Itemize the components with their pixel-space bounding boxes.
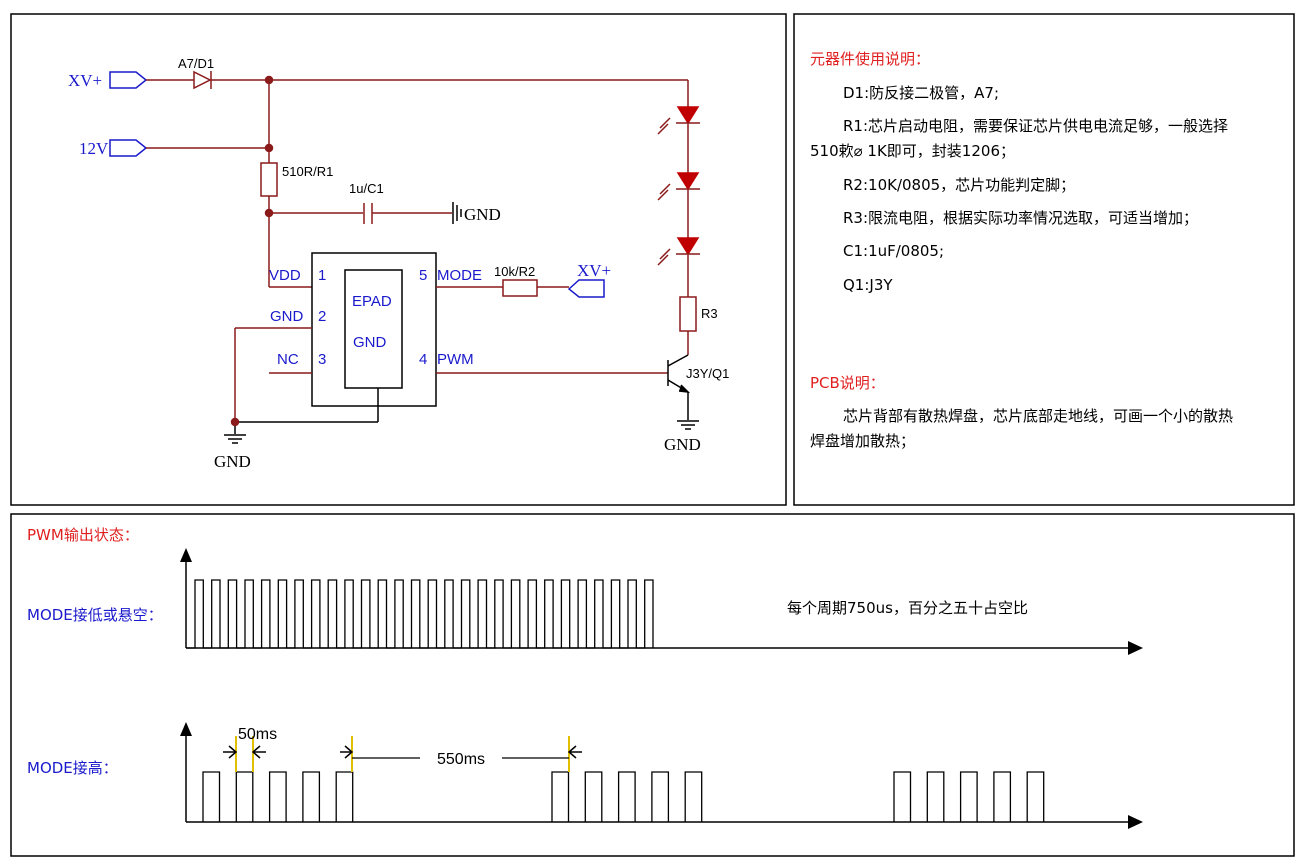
mode-low-label: MODE接低或悬空： <box>27 606 163 624</box>
ground-ic-icon <box>224 434 246 444</box>
12v-port-icon <box>109 139 148 157</box>
components-title: 元器件使用说明： <box>810 50 930 68</box>
pcb-note-line: 焊盘增加散热； <box>810 432 915 450</box>
mode-high-y-arrow-icon <box>180 722 192 736</box>
net-12v-label: 12V <box>79 139 109 158</box>
gap-arrow-right-icon <box>567 745 582 759</box>
gnd-q1-label: GND <box>664 435 701 454</box>
net-xv-mode-label: XV+ <box>577 261 611 280</box>
mode-high-pulse <box>893 771 912 822</box>
mode-low-x-arrow-icon <box>1128 641 1143 655</box>
epad-label: EPAD <box>352 293 392 310</box>
resistor-r3-label: R3 <box>701 306 718 321</box>
gap-arrow-left-icon <box>340 745 354 759</box>
mode-high-wave <box>202 771 1045 822</box>
mode-high-pulse <box>202 771 221 822</box>
component-note-line: Q1:J3Y <box>843 276 893 294</box>
mode-low-y-arrow-icon <box>180 548 192 562</box>
component-note-line: R1:芯片启动电阻，需要保证芯片供电电流足够，一般选择 <box>843 117 1228 135</box>
waveform-title: PWM输出状态： <box>27 526 139 544</box>
mode-high-pulse <box>617 771 636 822</box>
mode-high-pulse <box>335 771 354 822</box>
waveform-axes <box>180 548 1143 829</box>
mode-high-pulse <box>268 771 287 822</box>
mode-high-pulse <box>959 771 978 822</box>
mode-high-pulse <box>302 771 321 822</box>
pin4-number: 4 <box>419 351 427 368</box>
pulse-width-arrow-left-icon <box>223 745 238 759</box>
mode-high-pulse <box>684 771 703 822</box>
pin3-number: 3 <box>318 351 326 368</box>
waveform-panel <box>10 513 1295 857</box>
gap-label: 550ms <box>437 751 485 768</box>
mode-high-pulse <box>551 771 570 822</box>
dimension-markers <box>223 736 582 772</box>
xv-mode-port-icon <box>567 279 605 298</box>
notes-panel <box>793 13 1295 506</box>
pin3-name: NC <box>277 351 299 368</box>
net-xv-label: XV+ <box>68 71 102 90</box>
mode-high-pulse <box>584 771 603 822</box>
pin1-number: 1 <box>318 267 326 284</box>
resistor-r3-icon <box>679 296 697 332</box>
mode-high-pulse <box>1026 771 1045 822</box>
pin5-number: 5 <box>419 267 427 284</box>
mode-high-pulse <box>235 771 254 822</box>
pin1-name: VDD <box>269 267 301 284</box>
pcb-title: PCB说明： <box>810 374 885 392</box>
pin2-number: 2 <box>318 308 326 325</box>
pcb-note-line: 芯片背部有散热焊盘，芯片底部走地线，可画一个小的散热 <box>843 407 1233 425</box>
mode-low-square-wave <box>186 579 654 649</box>
ground-c1-icon <box>452 202 462 224</box>
resistor-r1-icon <box>260 162 278 197</box>
resistor-r1-label: 510R/R1 <box>282 164 333 179</box>
mode-high-pulse <box>651 771 670 822</box>
pin2-name: GND <box>270 308 304 325</box>
diode-d1-label: A7/D1 <box>178 56 214 71</box>
component-note-line: D1:防反接二极管，A7; <box>843 84 999 102</box>
ground-q1-icon <box>677 420 699 430</box>
schematic <box>109 70 700 444</box>
resistor-r2-label: 10k/R2 <box>494 264 535 279</box>
mode-low-wave <box>186 579 654 649</box>
component-note-line: R2:10K/0805，芯片功能判定脚； <box>843 176 1075 194</box>
gnd-c1-label: GND <box>464 205 501 224</box>
component-note-line: 510欶⌀ 1K即可，封装1206； <box>810 142 1015 160</box>
transistor-q1-icon <box>667 354 691 393</box>
resistor-r2-icon <box>502 279 538 297</box>
pulse-width-arrow-right-icon <box>251 745 266 759</box>
led-1-icon <box>657 106 700 135</box>
component-note-line: R3:限流电阻，根据实际功率情况选取，可适当增加； <box>843 209 1198 227</box>
led-3-icon <box>657 237 700 266</box>
ic-epad <box>344 269 403 389</box>
mode-high-x-arrow-icon <box>1128 815 1143 829</box>
pin4-name: PWM <box>437 351 474 368</box>
pulse-width-label: 50ms <box>238 726 277 743</box>
component-note-line: C1:1uF/0805; <box>843 242 944 260</box>
led-2-icon <box>657 172 700 201</box>
xv-port-icon <box>109 71 148 89</box>
transistor-q1-label: J3Y/Q1 <box>686 366 729 381</box>
mode-high-pulse <box>926 771 945 822</box>
mode-low-note: 每个周期750us，百分之五十占空比 <box>787 599 1028 617</box>
schematic-panel <box>10 13 787 506</box>
mode-high-pulse <box>993 771 1012 822</box>
pin5-name: MODE <box>437 267 482 284</box>
capacitor-c1-label: 1u/C1 <box>349 181 384 196</box>
epad-gnd-label: GND <box>353 334 387 351</box>
component-notes: D1:防反接二极管，A7; R1:芯片启动电阻，需要保证芯片供电电流足够，一般选择… <box>810 84 1228 294</box>
gnd-ic-label: GND <box>214 452 251 471</box>
mode-high-label: MODE接高： <box>27 759 118 777</box>
diode-d1-icon <box>193 70 212 90</box>
